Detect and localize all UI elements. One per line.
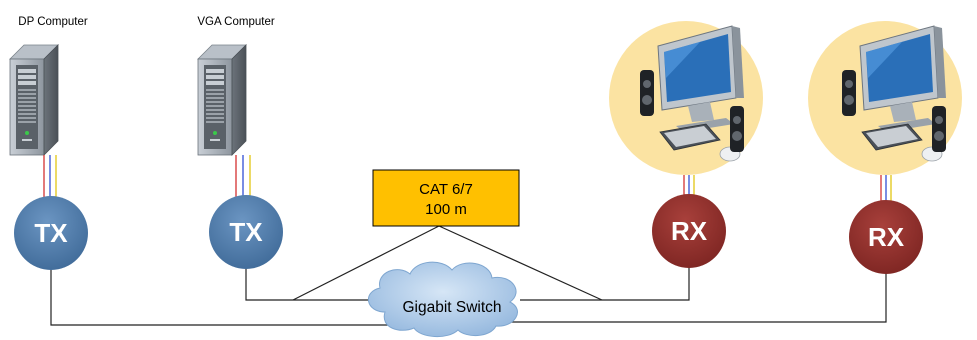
receiver-workstation-1 [609, 21, 763, 202]
switch-label: Gigabit Switch [402, 299, 501, 316]
cable-spec-box: CAT 6/7 100 m [372, 169, 520, 227]
dp-computer: DP Computer [9, 16, 88, 202]
server-tower-icon [197, 44, 247, 156]
tx-node-vga: TX [209, 195, 283, 269]
vga-computer-label: VGA Computer [197, 16, 275, 28]
receiver-workstation-2 [808, 21, 962, 208]
link-tx1-to-switch [50, 270, 445, 326]
video-cable-wires [43, 155, 57, 202]
rx-node-label: RX [868, 222, 905, 252]
tx-node-label: TX [34, 218, 68, 248]
link-tx2-to-switch [245, 260, 390, 301]
rx-node-label: RX [671, 216, 708, 246]
server-tower-icon [9, 44, 59, 156]
rx-node-1: RX [652, 194, 726, 268]
dp-computer-label: DP Computer [18, 16, 88, 28]
gigabit-switch-cloud: Gigabit Switch [368, 261, 518, 337]
link-rx1-to-switch [520, 258, 690, 301]
rx-node-2: RX [849, 200, 923, 274]
cable-length-label: 100 m [425, 201, 467, 218]
tx-node-dp: TX [14, 196, 88, 270]
tx-node-label: TX [229, 217, 263, 247]
cable-type-label: CAT 6/7 [419, 181, 473, 198]
link-rx2-to-switch [500, 265, 887, 323]
vga-computer: VGA Computer [197, 16, 275, 202]
video-cable-wires [235, 155, 251, 202]
